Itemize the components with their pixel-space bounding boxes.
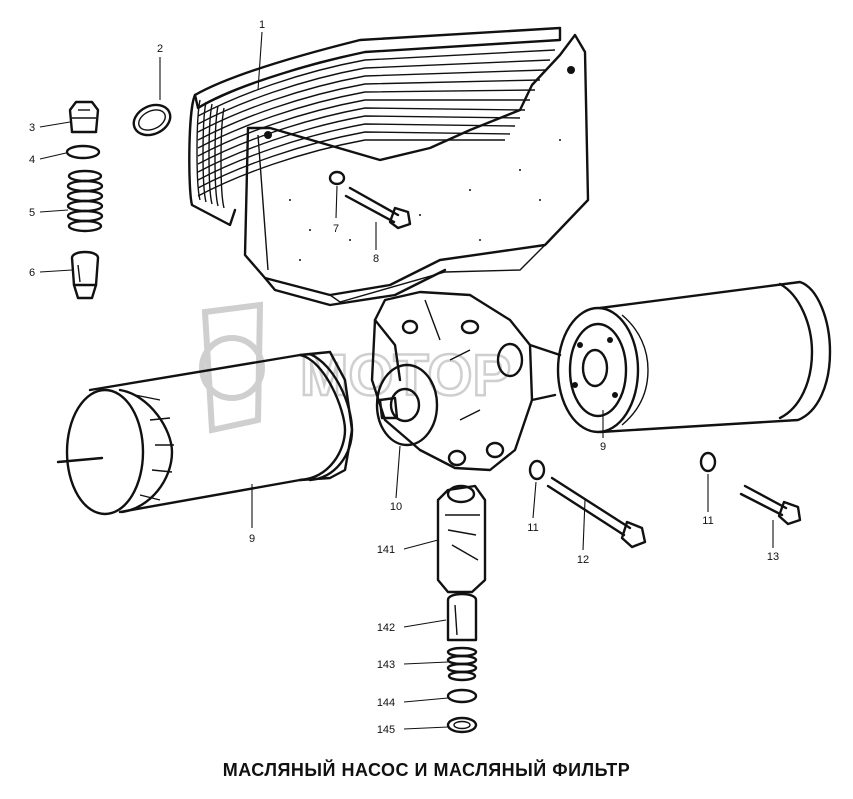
callout-9-left: 9 (249, 533, 255, 545)
valve-body-141 (436, 484, 487, 594)
callout-7: 7 (333, 223, 339, 235)
callout-142: 142 (377, 622, 395, 634)
callout-1: 1 (259, 19, 265, 31)
piston-142 (446, 592, 478, 642)
washer-11-left (528, 459, 546, 481)
callout-labels: 1 2 3 4 5 6 7 8 9 9 10 11 11 12 13 141 1… (29, 19, 779, 736)
bolt-13 (739, 484, 802, 526)
callout-9-right: 9 (600, 441, 606, 453)
callout-143: 143 (377, 659, 395, 671)
watermark: МОТОР (199, 301, 512, 434)
callout-141: 141 (377, 544, 395, 556)
callout-11-left: 11 (527, 522, 538, 534)
oil-filter-right (556, 280, 832, 434)
oil-cooler (188, 26, 590, 307)
plug-3 (68, 100, 100, 134)
spring-143 (446, 646, 478, 682)
callout-11-right: 11 (702, 515, 713, 527)
spring-5 (66, 169, 104, 233)
callout-6: 6 (29, 267, 35, 279)
callout-5: 5 (29, 207, 35, 219)
leader-lines (39, 31, 774, 730)
callout-12: 12 (577, 554, 589, 566)
callout-2: 2 (157, 43, 163, 55)
callout-4: 4 (29, 154, 35, 166)
washer-4 (65, 144, 101, 160)
callout-8: 8 (373, 253, 379, 265)
pump-housing-10 (370, 290, 562, 472)
washer-11-right (699, 451, 717, 473)
callout-13: 13 (767, 551, 779, 563)
washer-144 (446, 688, 478, 704)
snap-ring-145 (446, 716, 478, 734)
callout-3: 3 (29, 122, 35, 134)
oil-filter-left (56, 350, 354, 516)
callout-144: 144 (377, 697, 395, 709)
piston-6 (70, 250, 100, 300)
diagram-caption: МАСЛЯНЫЙ НАСОС И МАСЛЯНЫЙ ФИЛЬТР (222, 760, 631, 780)
bolt-8 (344, 186, 412, 230)
bolt-12 (546, 476, 647, 549)
o-ring-2 (132, 103, 172, 137)
callout-10: 10 (390, 501, 402, 513)
callout-145: 145 (377, 724, 395, 736)
